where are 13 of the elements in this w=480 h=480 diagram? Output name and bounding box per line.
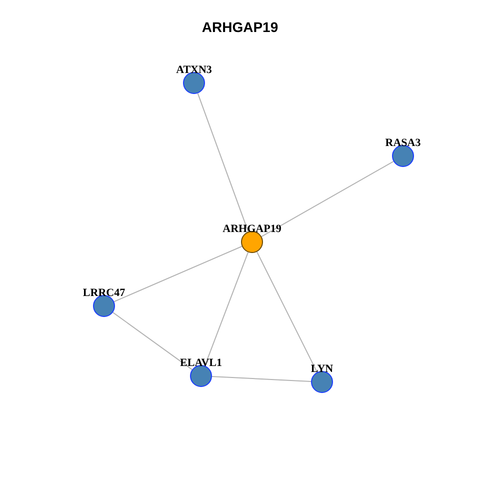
node-label: ATXN3	[176, 64, 212, 76]
node-label: ARHGAP19	[222, 223, 282, 235]
edge-line	[112, 312, 193, 370]
edge-line	[256, 251, 318, 373]
edge-line	[114, 246, 242, 302]
edge-line	[197, 92, 249, 232]
node-label: LYN	[310, 363, 334, 375]
edge-line	[261, 160, 394, 238]
edge-line	[211, 376, 312, 382]
chart-title: ARHGAP19	[202, 20, 278, 34]
node-label: ELAVL1	[180, 357, 222, 369]
node-label: RASA3	[385, 137, 421, 149]
node-label: LRRC47	[82, 287, 126, 299]
